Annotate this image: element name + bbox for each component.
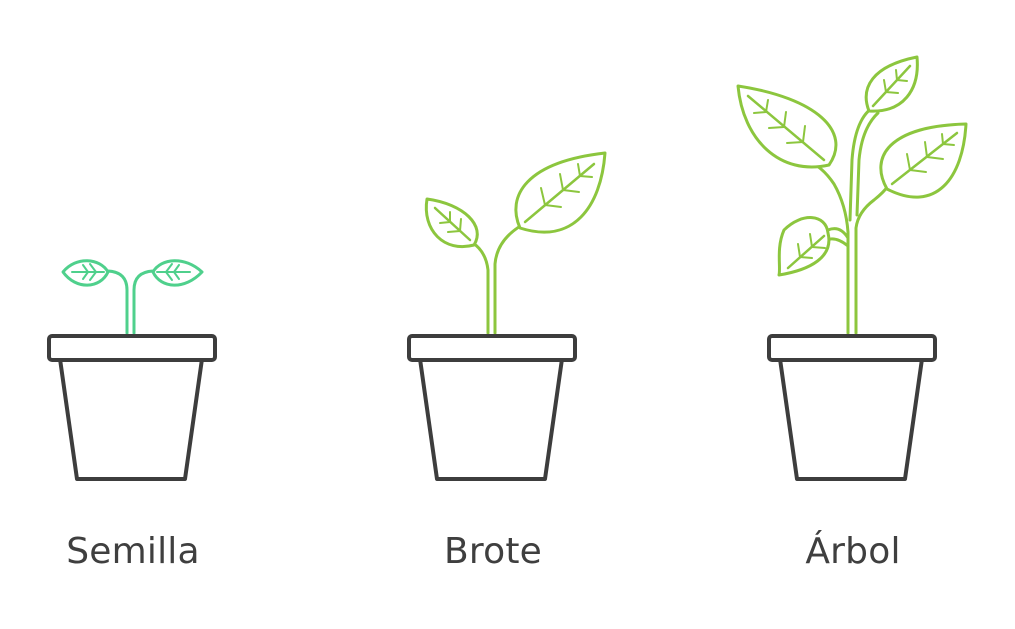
- sprout-icon: [424, 151, 607, 335]
- stage-label-semilla: Semilla: [66, 531, 200, 572]
- pot-icon: [47, 334, 217, 481]
- seedling-icon: [61, 259, 204, 335]
- pot-icon: [767, 334, 937, 481]
- stage-arbol: [736, 55, 968, 481]
- stage-semilla: [47, 259, 217, 481]
- tree-icon: [736, 55, 968, 335]
- stage-label-arbol: Árbol: [805, 531, 901, 572]
- stage-label-brote: Brote: [444, 531, 542, 572]
- stage-brote: [407, 151, 607, 481]
- pot-icon: [407, 334, 577, 481]
